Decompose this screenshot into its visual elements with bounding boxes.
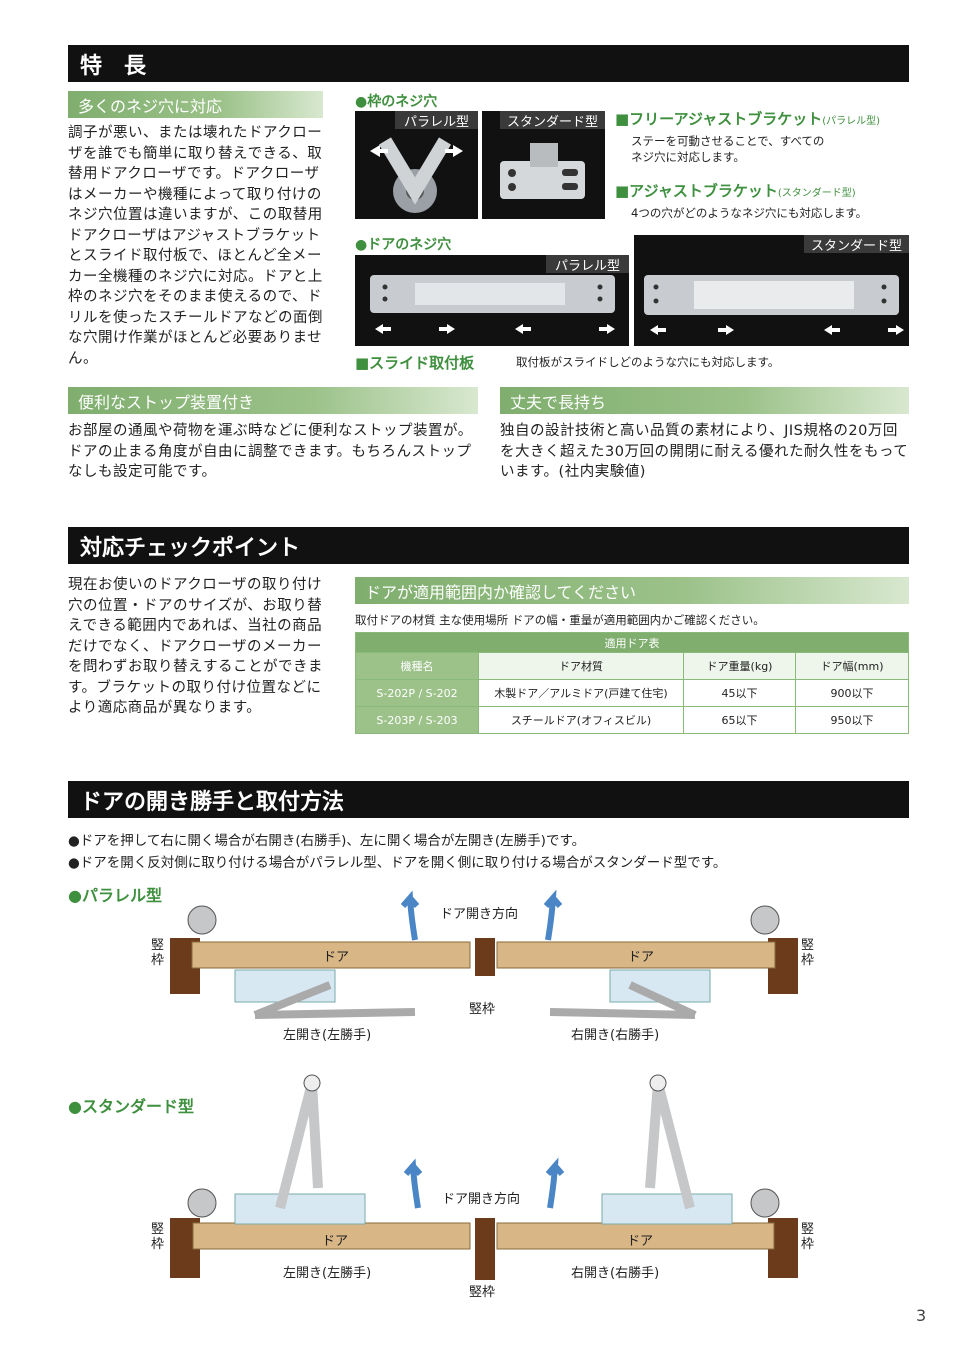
table-header-row: 機種名 ドア材質 ドア重量(kg) ドア幅(mm) — [355, 652, 909, 680]
right-open-label-parallel: 右開き(右勝手) — [571, 1028, 660, 1043]
tag-parallel-2: パラレル型 — [546, 255, 629, 274]
cell-model: S-203P / S-203 — [355, 706, 479, 734]
confirm-heading: ドアが適用範囲内か確認してください — [355, 577, 909, 604]
adjust-block: ■アジャストブラケット(スタンダード型) 4つの穴がどのようなネジ穴にも対応しま… — [615, 180, 915, 221]
slide-plate-std-icon — [644, 275, 904, 335]
slide-desc: 取付板がスライドしどのような穴にも対応します。 — [516, 355, 780, 369]
tag-standard: スタンダード型 — [500, 111, 605, 130]
standard-diagram — [170, 1074, 798, 1280]
th-weight: ドア重量(kg) — [683, 652, 796, 680]
durable-heading: 丈夫で長持ち — [500, 387, 909, 414]
frame-label-right-std: 竪枠 — [801, 1222, 815, 1252]
check-text: 現在お使いのドアクローザの取り付け穴の位置・ドアのサイズが、お取り替えできる範囲… — [68, 577, 323, 716]
th-material: ドア材質 — [478, 652, 684, 680]
cell-width: 950以下 — [795, 706, 909, 734]
free-adjust-sub: (パラレル型) — [822, 116, 881, 127]
free-adjust-title: ■フリーアジャストブラケット — [615, 110, 823, 128]
right-open-label-standard: 右開き(右勝手) — [571, 1266, 660, 1281]
standard-label: ●スタンダード型 — [68, 1097, 194, 1116]
tag-standard-2: スタンダード型 — [804, 235, 909, 254]
parallel-bracket-photo: パラレル型 — [355, 111, 478, 219]
door-label-right-std: ドア — [627, 1234, 654, 1249]
section-title-check: 対応チェックポイント — [68, 527, 909, 564]
frame-label-right: 竪枠 — [801, 938, 815, 968]
durable-text: 独自の設計技術と高い品質の素材により、JIS規格の20万回を大きく超えた30万回… — [500, 423, 909, 480]
stop-heading-text: 便利なストップ装置付き — [78, 392, 255, 412]
stop-heading: 便利なストップ装置付き — [68, 387, 478, 414]
standard-bracket-photo: スタンダード型 — [482, 111, 605, 219]
door-label-left-std: ドア — [322, 1234, 349, 1249]
free-adjust-desc: ステーを可動させることで、すべてのネジ穴に対応します。 — [631, 134, 825, 164]
left-open-label-standard: 左開き(左勝手) — [283, 1266, 372, 1281]
section-title-direction: ドアの開き勝手と取付方法 — [68, 781, 909, 818]
door-screw-label: ●ドアのネジ穴 — [355, 237, 452, 253]
door-label-left: ドア — [323, 950, 350, 965]
slide-plate-parallel-photo: パラレル型 — [355, 255, 629, 346]
open-direction-label-parallel: ドア開き方向 — [440, 907, 519, 922]
adjust-sub: (スタンダード型) — [777, 188, 856, 199]
slide-plate-icon — [370, 275, 615, 334]
free-adjust-block: ■フリーアジャストブラケット(パラレル型) ステーを可動させることで、すべてのネ… — [615, 108, 915, 165]
screw-heading-text: 多くのネジ穴に対応 — [78, 96, 223, 116]
door-label-right: ドア — [628, 950, 655, 965]
th-model: 機種名 — [355, 652, 479, 680]
applicable-door-table: 適用ドア表 機種名 ドア材質 ドア重量(kg) ドア幅(mm) S-202P /… — [355, 632, 909, 734]
screw-heading: 多くのネジ穴に対応 — [68, 91, 323, 118]
table-caption: 適用ドア表 — [355, 632, 909, 653]
slide-title: ■スライド取付板 — [355, 354, 475, 372]
direction-bullet-2: ●ドアを開く反対側に取り付ける場合がパラレル型、ドアを開く側に取り付ける場合がス… — [68, 855, 727, 871]
frame-label-left-std: 竪枠 — [151, 1222, 165, 1252]
tag-parallel: パラレル型 — [395, 111, 478, 130]
bracket-icon — [370, 137, 463, 213]
table-row: S-202P / S-202 木製ドア／アルミドア(戸建て住宅) 45以下 90… — [355, 679, 909, 707]
cell-weight: 65以下 — [683, 706, 796, 734]
frame-label-center-std: 竪枠 — [469, 1285, 496, 1300]
open-direction-label-standard: ドア開き方向 — [442, 1192, 521, 1207]
slide-plate-standard-photo: スタンダード型 — [634, 235, 909, 346]
th-width: ドア幅(mm) — [795, 652, 909, 680]
cell-weight: 45以下 — [683, 679, 796, 707]
stop-text: お部屋の通風や荷物を運ぶ時などに便利なストップ装置が。ドアの止まる角度が自由に調… — [68, 423, 473, 480]
direction-bullet-1: ●ドアを押して右に開く場合が右開き(右勝手)、左に開く場合が左開き(左勝手)です… — [68, 833, 586, 849]
cell-material: スチールドア(オフィスビル) — [478, 706, 684, 734]
adjust-desc: 4つの穴がどのようなネジ穴にも対応します。 — [631, 206, 868, 220]
table-row: S-203P / S-203 スチールドア(オフィスビル) 65以下 950以下 — [355, 706, 909, 734]
confirm-note: 取付ドアの材質 主な使用場所 ドアの幅・重量が適用範囲内かご確認ください。 — [355, 613, 765, 627]
left-open-label-parallel: 左開き(左勝手) — [283, 1028, 372, 1043]
frame-screw-label: ●枠のネジ穴 — [355, 94, 438, 110]
frame-label-center: 竪枠 — [469, 1002, 496, 1017]
cell-material: 木製ドア／アルミドア(戸建て住宅) — [478, 679, 684, 707]
parallel-label: ●パラレル型 — [68, 886, 162, 905]
cell-model: S-202P / S-202 — [355, 679, 479, 707]
adjust-title: ■アジャストブラケット — [615, 182, 778, 200]
frame-label-left: 竪枠 — [151, 938, 165, 968]
adjust-bracket-icon — [500, 143, 585, 199]
parallel-diagram — [170, 890, 798, 1019]
direction-title: ドアの開き勝手と取付方法 — [80, 789, 345, 815]
section-title-features: 特 長 — [68, 45, 909, 82]
features-title: 特 長 — [80, 53, 147, 79]
cell-width: 900以下 — [795, 679, 909, 707]
durable-heading-text: 丈夫で長持ち — [510, 392, 607, 412]
screw-text: 調子が悪い、または壊れたドアクローザを誰でも簡単に取り替えできる、取替用ドアクロ… — [68, 125, 323, 367]
check-title: 対応チェックポイント — [80, 535, 301, 561]
confirm-heading-text: ドアが適用範囲内か確認してください — [365, 582, 637, 602]
page-number: 3 — [916, 1306, 927, 1325]
